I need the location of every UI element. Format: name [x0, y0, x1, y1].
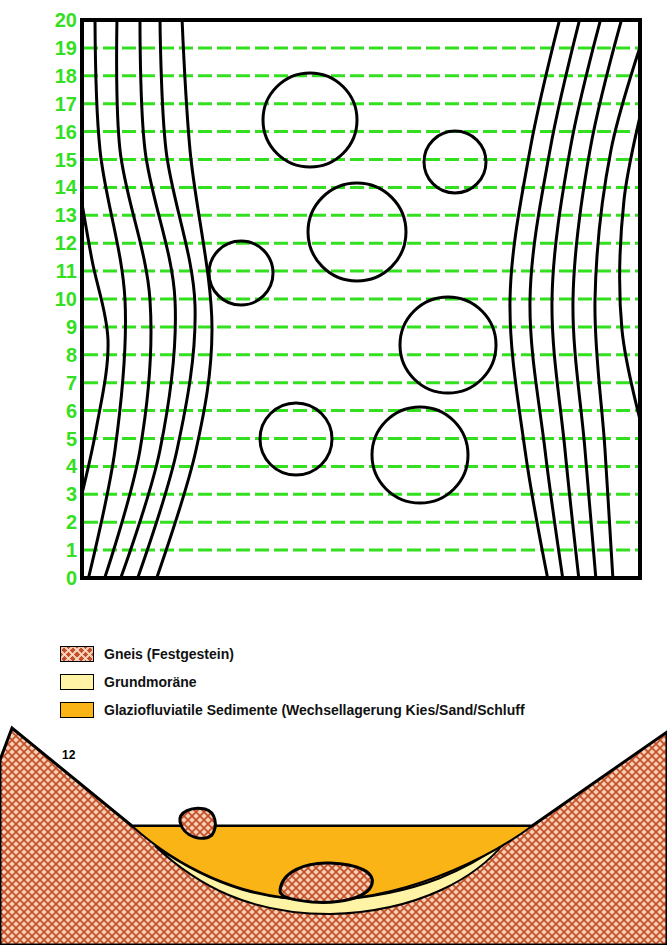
circle-feature [260, 403, 332, 475]
circles [209, 73, 496, 503]
axis-number: 3 [66, 484, 77, 504]
circle-feature [424, 131, 486, 193]
axis-number: 8 [66, 345, 77, 365]
axis-number: 10 [55, 289, 77, 309]
level-line [84, 74, 638, 77]
circle-feature [263, 73, 357, 167]
contour-line [88, 20, 126, 578]
gneiss-bedrock [0, 728, 667, 945]
level-line [84, 325, 638, 328]
axis-number: 9 [66, 317, 77, 337]
contour-lines [82, 20, 640, 578]
circle-feature [372, 407, 468, 503]
level-line [84, 186, 638, 189]
contour-line [620, 100, 640, 435]
axis-number: 14 [55, 177, 77, 197]
level-line [84, 381, 638, 384]
callout-number: 12 [62, 748, 75, 762]
circle-feature [400, 297, 496, 393]
level-line [84, 493, 638, 496]
contour-line [120, 20, 175, 578]
axis-number: 1 [66, 540, 77, 560]
axis-number: 4 [66, 456, 77, 476]
axis-number: 7 [66, 373, 77, 393]
legend-row: Glaziofluviatile Sedimente (Wechsellager… [60, 700, 525, 722]
gneiss-block [180, 808, 216, 838]
contour-line [104, 20, 151, 578]
map-frame [82, 20, 640, 578]
axis-number: 20 [55, 10, 77, 30]
level-line [84, 270, 638, 273]
axis-number: 17 [55, 94, 77, 114]
contour-line [82, 180, 108, 510]
axis-number: 12 [55, 233, 77, 253]
level-line [84, 437, 638, 440]
legend-swatch [60, 702, 94, 718]
contour-line [156, 20, 212, 578]
axis-number: 5 [66, 429, 77, 449]
legend-row: Gneis (Festgestein) [60, 644, 234, 666]
contour-line [573, 20, 622, 578]
axis-number: 13 [55, 205, 77, 225]
level-line [84, 102, 638, 105]
circle-feature [308, 183, 406, 281]
axis-number: 6 [66, 401, 77, 421]
level-line [84, 46, 638, 49]
level-line [84, 214, 638, 217]
axis-number: 15 [55, 150, 77, 170]
legend-swatch [60, 646, 94, 662]
legend-text: Gneis (Festgestein) [104, 645, 234, 663]
legend-text: Grundmoräne [104, 673, 197, 691]
level-line [84, 298, 638, 301]
contour-line [595, 35, 640, 578]
axis-number: 18 [55, 66, 77, 86]
axis-number: 0 [66, 568, 77, 588]
axis-number: 11 [56, 261, 77, 281]
level-line [84, 465, 638, 468]
axis-number: 16 [55, 122, 77, 142]
gneiss-block [280, 863, 372, 902]
legend-row: Grundmoräne [60, 672, 197, 694]
legend-text: Glaziofluviatile Sedimente (Wechsellager… [104, 701, 525, 719]
axis-number: 19 [55, 38, 77, 58]
circle-feature [209, 241, 273, 305]
legend-swatch [60, 674, 94, 690]
axis-number: 2 [66, 512, 77, 532]
